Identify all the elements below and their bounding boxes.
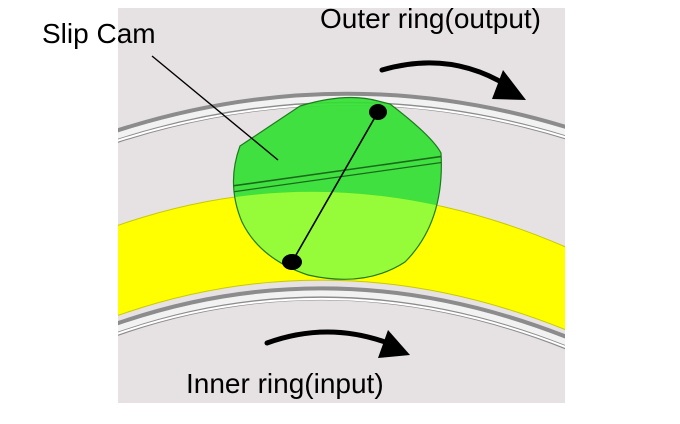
- slip-cam: [232, 96, 442, 280]
- outer-ring-arrow-icon: [379, 60, 526, 100]
- inner-ring-label: Inner ring(input): [186, 368, 384, 399]
- upper-pivot-dot: [369, 104, 387, 120]
- slip-cam-leader-line: [151, 55, 279, 161]
- slip-cam-label: Slip Cam: [42, 18, 156, 49]
- cam-diagonal-line: [291, 111, 379, 263]
- lower-pivot-dot: [282, 254, 302, 270]
- inner-ring-arrow-icon: [264, 329, 410, 358]
- outer-ring-label: Outer ring(output): [320, 3, 541, 34]
